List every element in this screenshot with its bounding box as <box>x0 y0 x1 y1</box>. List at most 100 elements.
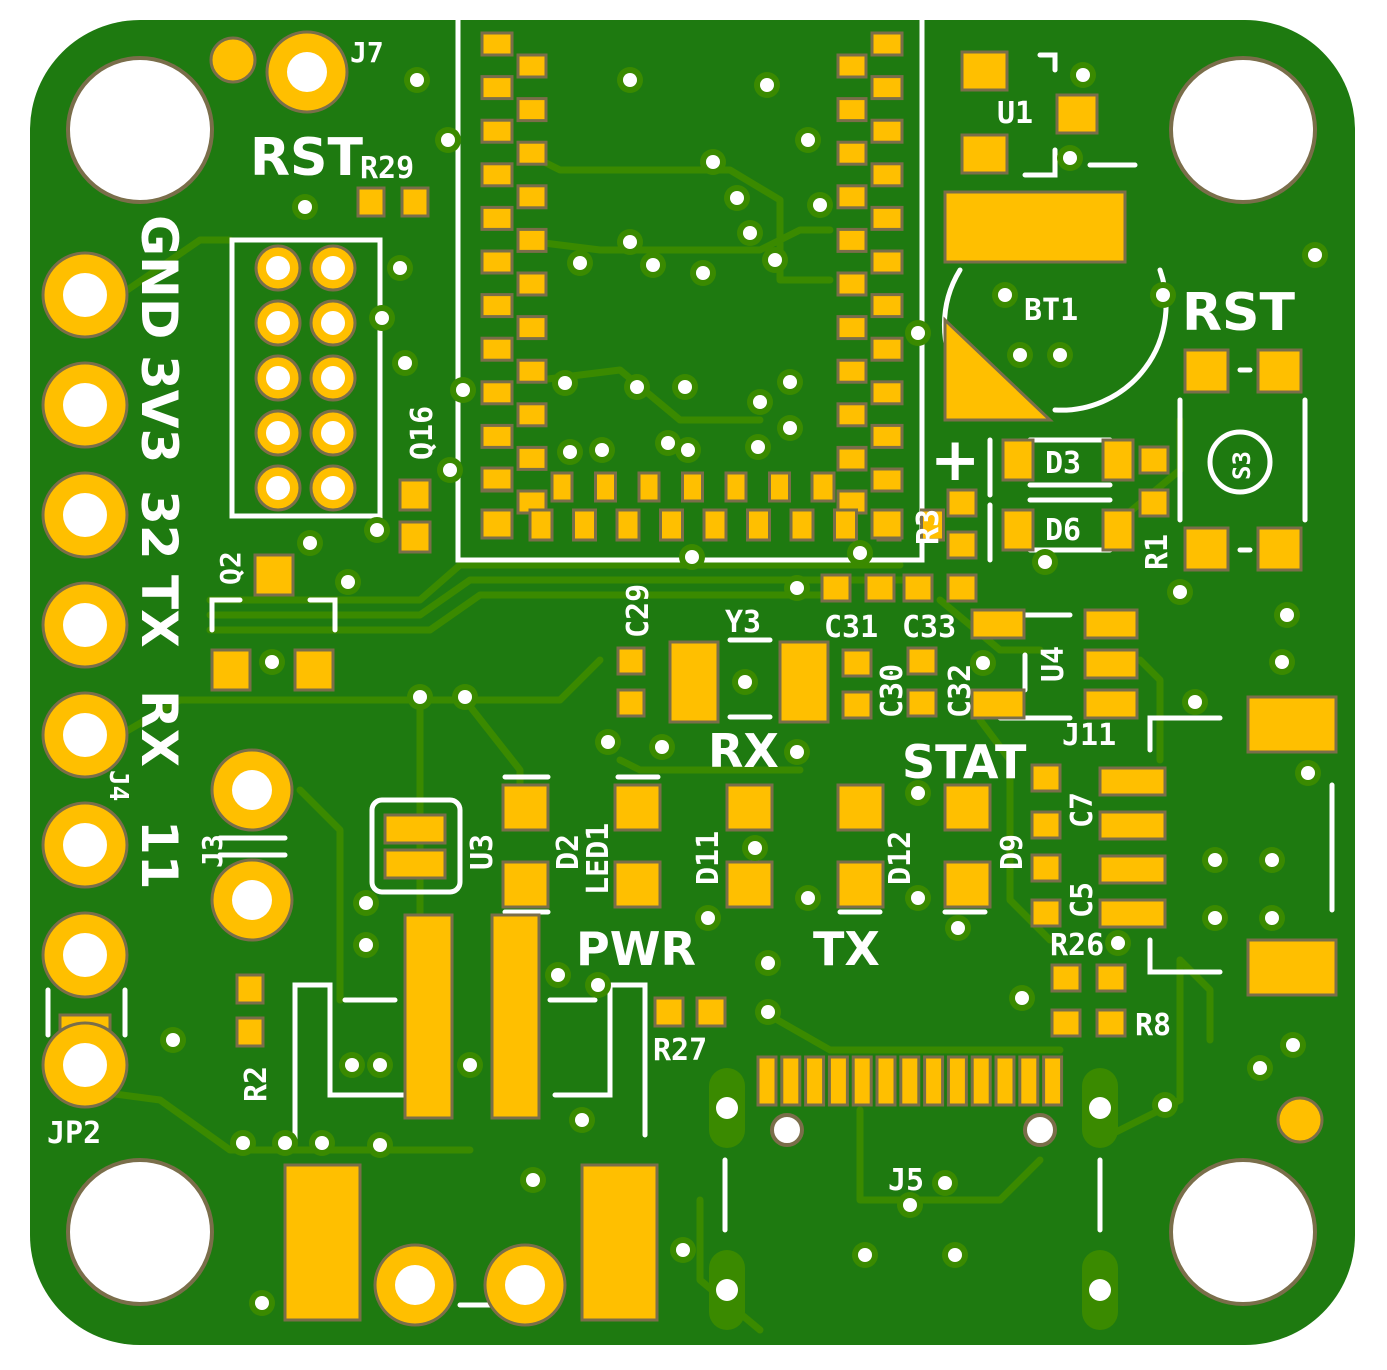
usb-locating-hole <box>1023 1113 1057 1147</box>
module-pad <box>836 53 868 79</box>
via <box>1253 1061 1267 1075</box>
module-pad <box>516 271 548 297</box>
smd-pad <box>725 783 774 832</box>
via <box>1156 288 1170 302</box>
label-q16: Q16 <box>405 406 440 460</box>
via <box>998 288 1012 302</box>
smd-pad <box>1030 763 1062 793</box>
bt1-pad-triangle <box>943 316 1054 422</box>
label-j4: J4 <box>103 770 133 801</box>
module-pad <box>480 75 514 101</box>
smd-pad <box>1030 898 1062 928</box>
isp-header-pin-drill <box>321 421 345 445</box>
smd-pad <box>695 996 727 1028</box>
label-led1: LED1 <box>581 823 616 895</box>
usb-locating-hole <box>770 1113 804 1147</box>
via <box>1063 151 1077 165</box>
smd-pad <box>616 688 646 718</box>
label-c33: C33 <box>902 610 956 645</box>
via <box>370 523 384 537</box>
via <box>1265 853 1279 867</box>
via <box>1188 695 1202 709</box>
smd-pad <box>490 913 541 1120</box>
via <box>393 261 407 275</box>
via <box>575 1113 589 1127</box>
label-c7: C7 <box>1065 792 1100 828</box>
via <box>558 376 572 390</box>
smd-pad <box>906 646 938 676</box>
module-pad <box>870 293 904 319</box>
smd-pad <box>1083 608 1139 640</box>
via <box>801 891 815 905</box>
smd-pad <box>943 190 1127 264</box>
smd-pad <box>1183 526 1230 572</box>
usb-connector-pin <box>780 1055 802 1107</box>
usb-connector-pin <box>804 1055 826 1107</box>
via <box>938 1176 952 1190</box>
via <box>526 1173 540 1187</box>
module-pad <box>480 380 514 406</box>
module-pad <box>659 508 684 542</box>
module-pad <box>594 471 617 503</box>
module-pad <box>516 315 548 341</box>
smd-pad <box>1246 938 1338 997</box>
via <box>1275 655 1289 669</box>
smd-pad <box>820 573 852 603</box>
via <box>1015 991 1029 1005</box>
via <box>853 546 867 560</box>
component-pads <box>58 31 1338 1322</box>
via <box>1208 911 1222 925</box>
usb-connector-pin <box>875 1055 897 1107</box>
via <box>753 395 767 409</box>
smd-pad <box>1001 508 1035 552</box>
via <box>298 200 312 214</box>
label-tx-left: TX <box>130 575 188 648</box>
via <box>1111 936 1125 950</box>
label-rst-right: RST <box>1182 283 1295 343</box>
via <box>1286 1038 1300 1052</box>
label-d11: D11 <box>691 831 726 885</box>
via <box>738 675 752 689</box>
module-pad <box>870 380 904 406</box>
module-pad <box>516 445 548 471</box>
via <box>573 256 587 270</box>
smd-pad <box>1256 348 1303 394</box>
smd-pad <box>970 688 1026 720</box>
smd-pad <box>653 996 685 1028</box>
module-pad <box>870 75 904 101</box>
module-pad <box>870 467 904 493</box>
smd-pad <box>943 783 992 832</box>
module-pad <box>681 471 704 503</box>
via <box>623 73 637 87</box>
usb-connector-pin <box>994 1055 1016 1107</box>
via <box>903 1198 917 1212</box>
label-bt1: BT1 <box>1024 293 1078 328</box>
mounting-hole <box>1169 56 1317 204</box>
module-pad <box>516 184 548 210</box>
usb-shell-hole <box>716 1279 738 1301</box>
via <box>1038 555 1052 569</box>
header-pin-drill <box>63 273 107 317</box>
smd-pad <box>1050 1008 1082 1038</box>
smd-pad <box>210 648 252 692</box>
via <box>790 581 804 595</box>
header-pin-drill <box>63 933 107 977</box>
smd-pad <box>1138 488 1170 518</box>
label-u1: U1 <box>997 96 1033 131</box>
module-pad <box>516 53 548 79</box>
label-r29: R29 <box>360 151 414 186</box>
module-pad <box>480 336 514 362</box>
via <box>463 1058 477 1072</box>
via <box>601 735 615 749</box>
module-pad <box>836 402 868 428</box>
via <box>630 380 644 394</box>
smd-pad <box>864 573 896 603</box>
smd-pad <box>778 640 830 724</box>
via <box>1280 608 1294 622</box>
usb-connector-pin <box>923 1055 945 1107</box>
label-c5: C5 <box>1065 882 1100 918</box>
module-pad <box>516 227 548 253</box>
via <box>761 956 775 970</box>
label-c29: C29 <box>621 584 656 638</box>
smd-pad <box>580 1163 659 1322</box>
